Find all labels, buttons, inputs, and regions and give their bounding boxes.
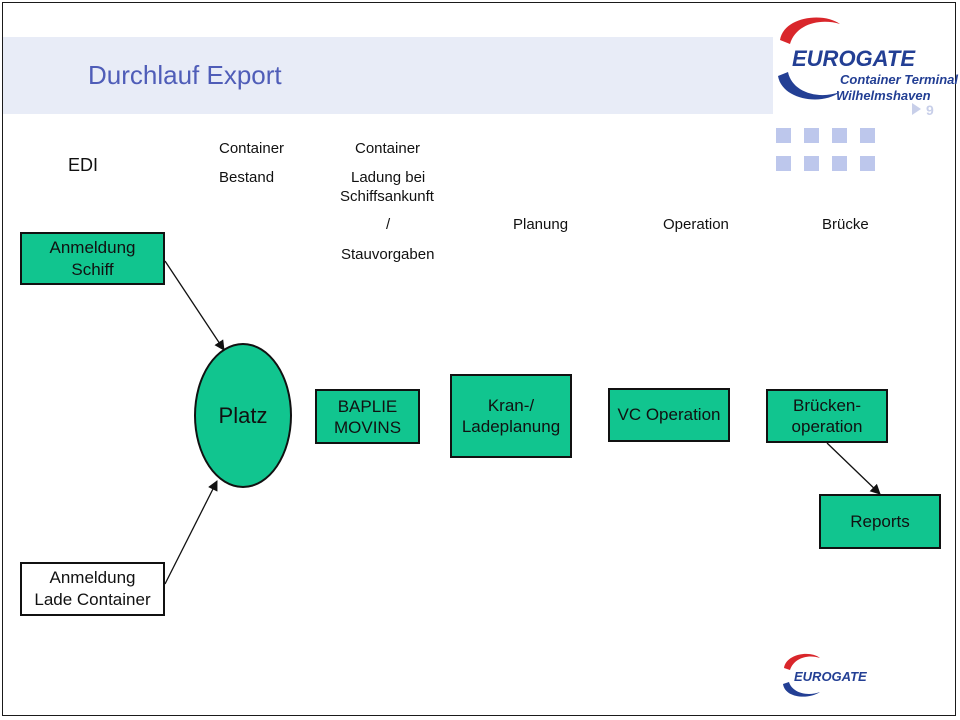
logo-sub1-text: Container Terminal bbox=[840, 72, 958, 87]
anmeldung-schiff-line2: Schiff bbox=[71, 259, 114, 279]
decor-square bbox=[832, 128, 847, 143]
bruecken-line1: Brücken- bbox=[792, 396, 862, 415]
ladung-bei-label: Ladung bei bbox=[351, 169, 426, 186]
arrow-schiff-to-platz bbox=[164, 260, 225, 351]
arrow-bruecken-to-reports bbox=[826, 442, 881, 495]
platz-node: Platz bbox=[194, 343, 292, 488]
title-band bbox=[3, 37, 773, 114]
operation-label: Operation bbox=[663, 216, 729, 233]
eurogate-logo: EUROGATE Container Terminal Wilhelmshave… bbox=[778, 17, 958, 103]
baplie-line1: BAPLIE bbox=[337, 396, 398, 416]
baplie-line2: MOVINS bbox=[333, 417, 402, 437]
footer-logo-blue-swoosh bbox=[783, 682, 820, 697]
page-number: 9 bbox=[926, 102, 934, 118]
platz-label: Platz bbox=[218, 402, 268, 428]
kran-line2: Ladeplanung bbox=[461, 417, 561, 436]
anmeldung-lade-container-node: Anmeldung Lade Container bbox=[20, 562, 165, 616]
eurogate-footer-logo: EUROGATE bbox=[783, 653, 867, 697]
footer-logo-text: EUROGATE bbox=[794, 669, 867, 684]
page-arrow-icon bbox=[912, 103, 921, 115]
edi-label: EDI bbox=[68, 155, 99, 175]
footer-logo-red-swoosh bbox=[784, 653, 820, 670]
container-label-2: Container bbox=[355, 140, 421, 157]
decor-square bbox=[860, 156, 875, 171]
decor-square bbox=[804, 156, 819, 171]
bruecken-line2: operation bbox=[791, 417, 863, 436]
logo-sub2-text: Wilhelmshaven bbox=[836, 88, 931, 103]
reports-label: Reports bbox=[850, 511, 910, 531]
arrow-lade-to-platz bbox=[164, 480, 218, 585]
decor-square bbox=[860, 128, 875, 143]
bruecken-operation-node: Brücken- operation bbox=[766, 389, 888, 443]
schiffsankunft-label: Schiffsankunft bbox=[340, 188, 434, 205]
bruecke-label: Brücke bbox=[822, 216, 869, 233]
slide-title: Durchlauf Export bbox=[88, 60, 282, 90]
baplie-movins-node: BAPLIE MOVINS bbox=[315, 389, 420, 444]
vc-operation-label: VC Operation bbox=[617, 405, 721, 424]
decor-square bbox=[776, 128, 791, 143]
planung-label: Planung bbox=[513, 216, 569, 233]
slash-label: / bbox=[386, 216, 391, 233]
decor-square bbox=[832, 156, 847, 171]
container-label-1: Container bbox=[219, 140, 285, 157]
kran-line1: Kran-/ bbox=[487, 396, 535, 415]
decor-square bbox=[804, 128, 819, 143]
logo-brand-text: EUROGATE bbox=[792, 46, 916, 71]
logo-red-swoosh bbox=[780, 17, 840, 44]
anmeldung-lade-line2: Lade Container bbox=[34, 590, 151, 609]
bestand-label: Bestand bbox=[219, 169, 275, 186]
reports-node: Reports bbox=[819, 494, 941, 549]
anmeldung-schiff-node: Anmeldung Schiff bbox=[20, 232, 165, 285]
decor-square bbox=[776, 156, 791, 171]
vc-operation-node: VC Operation bbox=[608, 388, 730, 442]
anmeldung-schiff-line1: Anmeldung bbox=[49, 237, 136, 257]
kran-ladeplanung-node: Kran-/ Ladeplanung bbox=[450, 374, 572, 458]
stauvorgaben-label: Stauvorgaben bbox=[341, 246, 435, 263]
anmeldung-lade-line1: Anmeldung bbox=[49, 568, 136, 587]
logo-blue-swoosh bbox=[778, 72, 840, 100]
